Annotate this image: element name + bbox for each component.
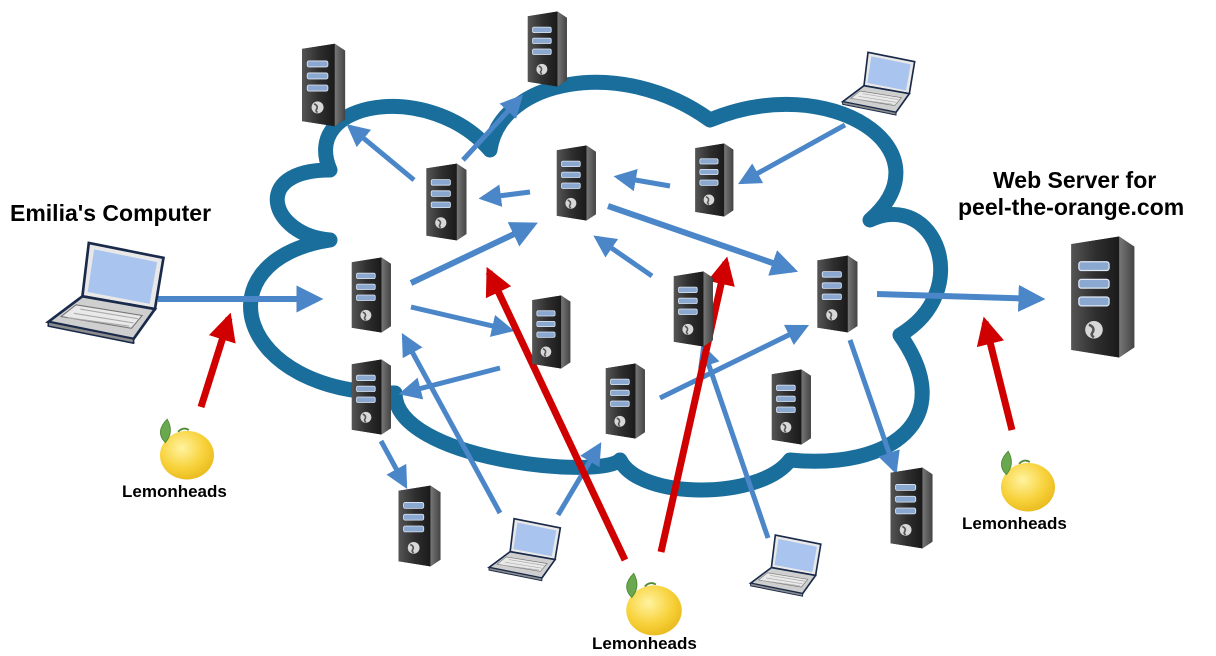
arrow-left-up-to-center [409, 222, 538, 286]
server-icon [350, 358, 392, 436]
red-arrow-right [976, 316, 1016, 431]
arrow-mid-to-center-up [593, 235, 654, 279]
arrow-to-top-mid-server [461, 94, 524, 162]
lemon-icon [159, 418, 215, 481]
arrow-center-to-upper-left [478, 184, 531, 207]
arrow-right-down-to-server [847, 339, 900, 475]
arrow-lower-left-down [378, 439, 408, 489]
emilia-laptop-icon [46, 241, 165, 345]
arrow-laptop-bottom-up-left [401, 333, 503, 515]
blue-arrows [158, 94, 1046, 539]
arrow-to-top-server [346, 124, 416, 182]
lemon-icon [1000, 450, 1056, 513]
laptop-icon [749, 534, 822, 598]
server-icon [526, 10, 568, 88]
web-server-label-line1: Web Server for [993, 167, 1157, 193]
arrow-right-server-left [613, 168, 671, 192]
laptop-icon [488, 517, 562, 582]
arrow-left-to-mid [410, 304, 515, 337]
arrow-center-to-right-server [607, 203, 799, 276]
lemonheads-bottom-label: Lemonheads [592, 634, 697, 653]
server-icon [672, 270, 714, 348]
arrow-laptop-bottom-to-low-server [555, 442, 602, 517]
server-icon [531, 294, 572, 370]
lemonheads-right-label: Lemonheads [962, 514, 1067, 533]
web-server-icon [1069, 235, 1136, 359]
server-icon [350, 256, 392, 334]
arrow-laptop-bottom-right-up [698, 343, 771, 539]
red-arrow-bottom-left [485, 266, 629, 562]
lemon-icon [625, 572, 683, 637]
laptop-icon [841, 51, 916, 116]
server-icon [301, 42, 347, 128]
arrow-low-server-to-right [658, 324, 810, 401]
red-arrow-bottom-right [657, 256, 735, 553]
emilia-computer-label: Emilia's Computer [10, 200, 212, 226]
server-icon [397, 484, 442, 568]
arrow-laptop-top-right-in [738, 122, 847, 185]
red-arrows [197, 256, 1016, 562]
server-icon [694, 142, 735, 218]
server-icon [425, 162, 468, 242]
server-icon [816, 254, 859, 334]
web-server-label-line2: peel-the-orange.com [958, 194, 1185, 220]
arrow-mid-to-lower-left [398, 365, 501, 400]
arrow-cloud-to-web-server [876, 284, 1046, 312]
server-icon [604, 362, 646, 440]
red-arrow-left [197, 312, 236, 409]
server-icon [770, 368, 812, 446]
server-icon [889, 466, 934, 550]
lemonheads-left-label: Lemonheads [122, 482, 227, 501]
server-icon [555, 144, 597, 222]
